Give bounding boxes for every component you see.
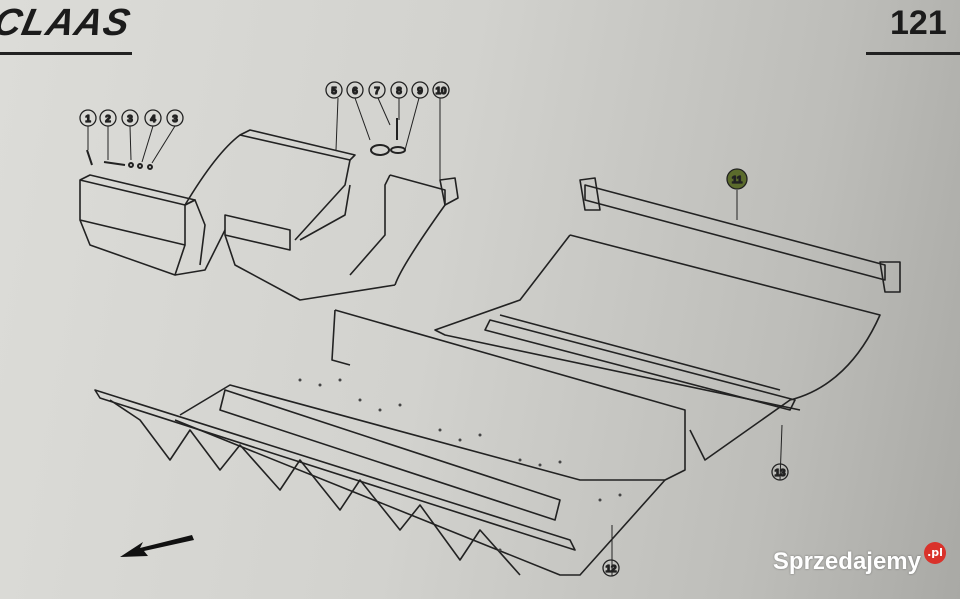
page-number: 121 bbox=[890, 4, 947, 42]
svg-text:5: 5 bbox=[331, 86, 337, 97]
callout-6: 6 bbox=[346, 81, 364, 99]
part-chute-10 bbox=[349, 174, 459, 286]
svg-text:1: 1 bbox=[85, 114, 91, 125]
svg-text:7: 7 bbox=[374, 86, 380, 97]
svg-text:3: 3 bbox=[127, 114, 133, 125]
svg-text:8: 8 bbox=[396, 86, 402, 97]
callout-4: 4 bbox=[144, 109, 162, 127]
fasteners bbox=[86, 118, 406, 170]
watermark-badge: .pl bbox=[924, 542, 946, 564]
svg-text:2: 2 bbox=[105, 114, 111, 125]
callout-13: 13 bbox=[771, 463, 789, 481]
callout-10: 10 bbox=[432, 81, 450, 99]
svg-text:9: 9 bbox=[417, 86, 423, 97]
callout-2: 2 bbox=[99, 109, 117, 127]
callout-3b: 3 bbox=[166, 109, 184, 127]
svg-text:12: 12 bbox=[605, 564, 617, 575]
callout-11: 11 bbox=[726, 168, 748, 190]
watermark: Sprzedajemy .pl bbox=[773, 542, 946, 576]
svg-text:13: 13 bbox=[774, 468, 786, 479]
callout-1: 1 bbox=[79, 109, 97, 127]
part-bar-11 bbox=[579, 177, 901, 293]
direction-arrow bbox=[120, 535, 194, 557]
header-rule-left bbox=[0, 52, 132, 55]
callout-12: 12 bbox=[602, 559, 620, 577]
callout-leaders bbox=[87, 97, 783, 576]
callout-8: 8 bbox=[390, 81, 408, 99]
perforation-dots bbox=[298, 378, 622, 552]
part-tray-12 bbox=[94, 309, 686, 576]
svg-text:10: 10 bbox=[435, 86, 447, 97]
part-plate-13 bbox=[434, 234, 881, 461]
part-hood-5 bbox=[184, 129, 396, 301]
svg-text:3: 3 bbox=[172, 114, 178, 125]
callout-9: 9 bbox=[411, 81, 429, 99]
header-rule-right bbox=[866, 52, 960, 55]
callout-5: 5 bbox=[325, 81, 343, 99]
part-housing-left bbox=[79, 174, 226, 276]
callout-3: 3 bbox=[121, 109, 139, 127]
watermark-text: Sprzedajemy bbox=[772, 548, 921, 575]
svg-text:11: 11 bbox=[732, 175, 743, 186]
callout-7: 7 bbox=[368, 81, 386, 99]
svg-text:6: 6 bbox=[352, 86, 358, 97]
svg-text:4: 4 bbox=[150, 114, 156, 125]
